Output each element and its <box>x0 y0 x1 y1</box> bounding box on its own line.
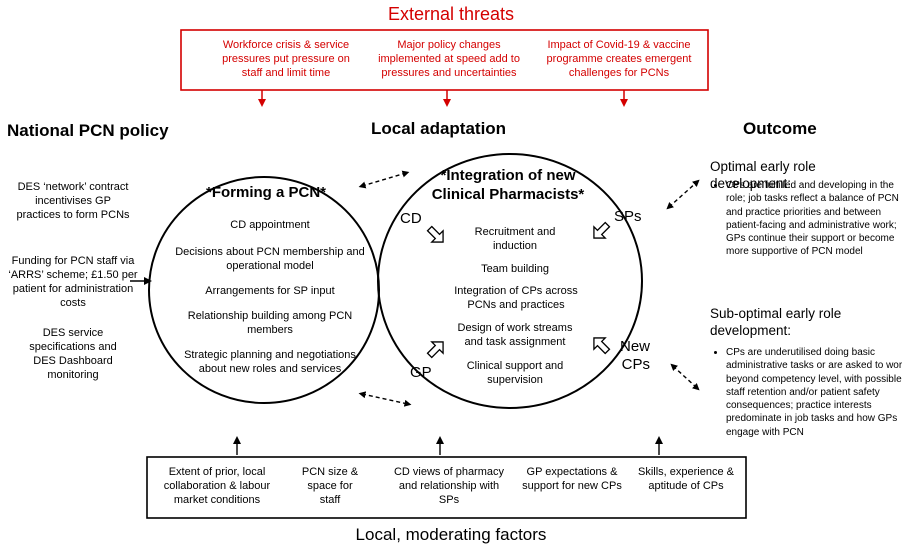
factor-prior-collaboration: Extent of prior, local collaboration & l… <box>163 466 271 506</box>
forming-item-membership: Decisions about PCN membership and opera… <box>175 246 365 272</box>
suboptimal-text: CPs are underutilised doing basic admini… <box>726 346 902 439</box>
integration-item-cps-across: Integration of CPs across PCNs and pract… <box>454 285 578 311</box>
factor-cd-views: CD views of pharmacy and relationship wi… <box>393 466 505 506</box>
factor-gp-expectations: GP expectations & support for new CPs <box>522 466 622 492</box>
optimal-title: Optimal early role development: <box>710 159 816 191</box>
dashed-arrow-top <box>358 170 410 189</box>
node-gp: GP <box>410 364 432 381</box>
forming-item-cd: CD appointment <box>230 219 310 231</box>
outcome-heading: Outcome <box>743 119 817 138</box>
node-sps: SPs <box>614 208 642 225</box>
dashed-arrow-bottom <box>358 391 412 407</box>
gp-arrow-icon <box>426 341 444 359</box>
cd-arrow-icon <box>426 225 444 243</box>
sps-arrow-icon <box>593 221 611 239</box>
threat-workforce: Workforce crisis & service pressures put… <box>222 39 350 79</box>
national-policy-heading: National PCN policy <box>7 121 169 140</box>
node-cd: CD <box>400 210 422 227</box>
node-new-cps: New CPs <box>619 338 650 373</box>
factors-box <box>146 456 747 519</box>
policy-item-arrs-funding: Funding for PCN staff via ‘ARRS’ scheme;… <box>8 255 138 309</box>
forming-item-strategic: Strategic planning and negotiations abou… <box>184 349 356 375</box>
integration-circle <box>377 153 643 409</box>
policy-item-des-dashboard: DES service specifications and DES Dashb… <box>29 327 117 381</box>
optimal-list: CPs are fulfilled and developing in the … <box>712 179 902 259</box>
suboptimal-list: CPs are underutilised doing basic admini… <box>712 346 902 439</box>
dashed-arrow-suboptimal <box>670 363 700 391</box>
integration-item-team-building: Team building <box>481 263 549 275</box>
forming-item-relationships: Relationship building among PCN members <box>187 310 353 336</box>
factor-skills: Skills, experience & aptitude of CPs <box>638 466 734 492</box>
integration-item-recruitment: Recruitment and induction <box>474 226 556 252</box>
new-cps-arrow-icon <box>593 337 611 355</box>
factors-title: Local, moderating factors <box>355 525 547 544</box>
optimal-text: CPs are fulfilled and developing in the … <box>726 179 902 259</box>
forming-item-sp-input: Arrangements for SP input <box>205 285 335 297</box>
local-adaptation-heading: Local adaptation <box>371 119 507 138</box>
external-threats-title: External threats <box>387 4 515 24</box>
policy-item-des-contract: DES ‘network’ contract incentivises GP p… <box>16 181 130 221</box>
factor-pcn-size: PCN size & space for staff <box>301 466 359 506</box>
integration-item-clinical-support: Clinical support and supervision <box>466 360 564 386</box>
dashed-arrow-optimal <box>666 179 700 210</box>
threat-covid: Impact of Covid-19 & vaccine programme c… <box>546 39 692 79</box>
suboptimal-title: Sub-optimal early role development: <box>710 306 842 338</box>
forming-pcn-title: *Forming a PCN* <box>205 184 326 201</box>
external-threats-box <box>180 29 709 91</box>
integration-item-work-streams: Design of work streams and task assignme… <box>457 322 573 348</box>
integration-title: *Integration of new Clinical Pharmacists… <box>431 167 585 203</box>
threat-policy-changes: Major policy changes implemented at spee… <box>378 39 520 79</box>
